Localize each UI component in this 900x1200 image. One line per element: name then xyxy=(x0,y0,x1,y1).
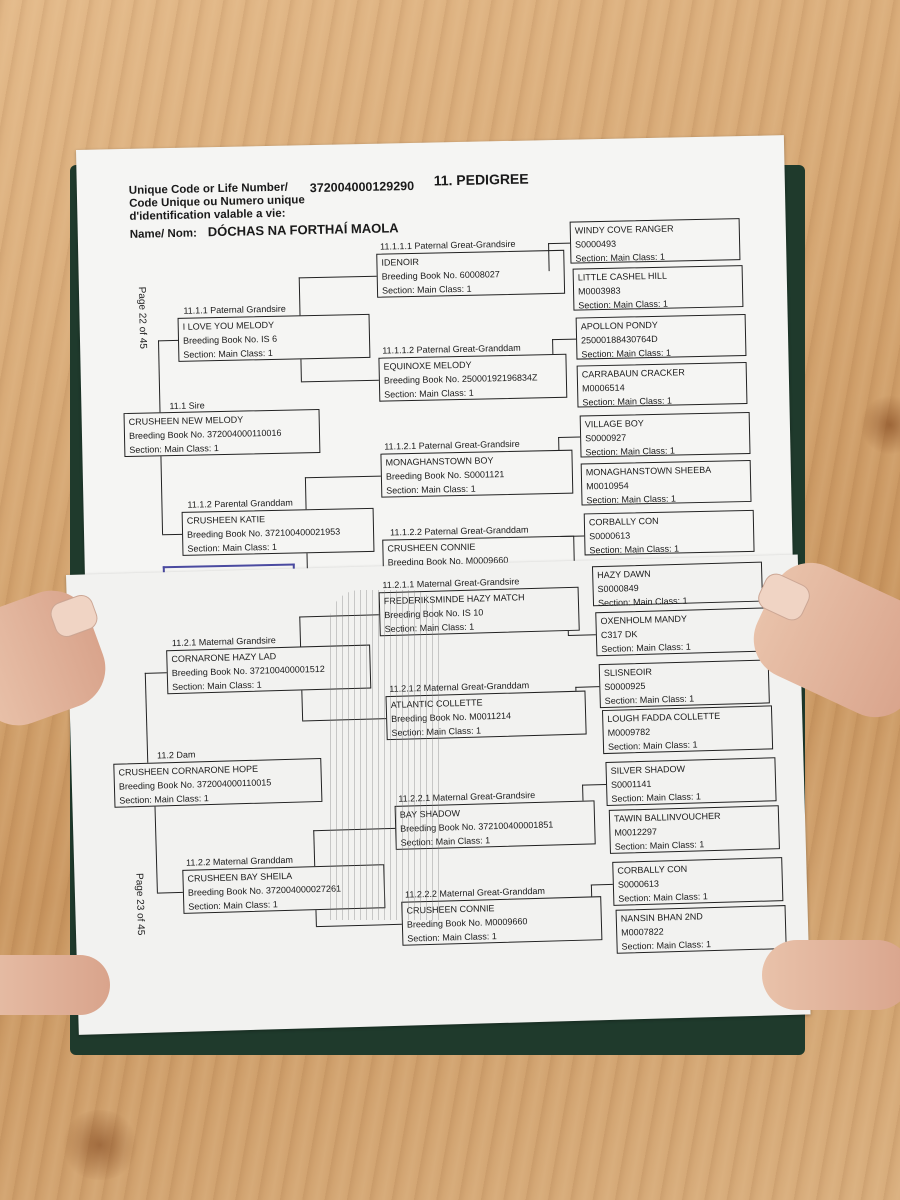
page-number-bottom: Page 23 of 45 xyxy=(133,872,147,936)
paternal-grandsire-label: 11.1.1 Paternal Grandsire xyxy=(183,303,286,316)
sire-label: 11.1 Sire xyxy=(169,400,205,412)
connector xyxy=(300,359,303,382)
connector xyxy=(144,672,149,763)
code-label: Unique Code or Life Number/ Code Unique … xyxy=(128,181,305,223)
connector xyxy=(315,910,318,927)
connector xyxy=(575,686,600,689)
connector xyxy=(313,830,316,867)
horse-watermark xyxy=(330,590,440,920)
left-hand-finger xyxy=(0,955,110,1015)
section-title: 11. PEDIGREE xyxy=(433,170,529,189)
life-number: 372004000129290 xyxy=(309,178,415,196)
connector xyxy=(158,340,161,413)
connector xyxy=(156,891,183,894)
connector xyxy=(304,477,307,510)
connector xyxy=(301,690,304,721)
wood-knot xyxy=(860,395,900,455)
maternal-granddam-label: 11.2.2 Maternal Granddam xyxy=(185,854,294,868)
connector xyxy=(144,672,167,675)
connector xyxy=(154,806,159,893)
horse-name: DÓCHAS NA FORTHAÍ MAOLA xyxy=(207,220,399,240)
connector xyxy=(552,338,577,341)
connector xyxy=(162,533,183,536)
connector xyxy=(558,436,581,439)
connector xyxy=(567,634,596,637)
connector xyxy=(160,456,164,535)
connector xyxy=(298,277,301,316)
connector xyxy=(315,923,402,928)
paternal-granddam-label: 11.1.2 Parental Granddam xyxy=(187,497,293,510)
connector xyxy=(582,784,584,801)
connector xyxy=(548,243,550,272)
connector xyxy=(552,339,554,355)
dam-label: 11.2 Dam xyxy=(156,749,196,761)
right-hand-finger xyxy=(762,940,900,1010)
connector xyxy=(548,242,571,245)
connector xyxy=(558,436,560,450)
connector xyxy=(590,883,613,886)
connector xyxy=(567,630,570,636)
connector xyxy=(590,884,593,897)
pgg-1112-label: 11.1.1.2 Paternal Great-Granddam xyxy=(382,342,521,356)
pedigree-page-22: Unique Code or Life Number/ Code Unique … xyxy=(76,135,794,593)
pgg-1121-label: 11.1.2.1 Paternal Great-Grandsire xyxy=(384,438,520,452)
connector xyxy=(304,475,381,479)
maternal-grandsire-label: 11.2.1 Maternal Grandsire xyxy=(171,635,276,649)
wood-knot xyxy=(60,1110,140,1180)
pgg-1111-label: 11.1.1.1 Paternal Great-Grandsire xyxy=(379,238,516,252)
name-label: Name/ Nom: xyxy=(129,227,198,241)
page-number-top: Page 22 of 45 xyxy=(135,286,149,350)
pgg-1122-label: 11.1.2.2 Paternal Great-Granddam xyxy=(389,524,529,538)
connector xyxy=(582,784,607,786)
connector xyxy=(298,275,377,279)
connector xyxy=(300,379,379,383)
connector xyxy=(158,339,179,342)
connector xyxy=(299,616,302,647)
connector xyxy=(560,535,585,538)
connector xyxy=(306,553,309,570)
